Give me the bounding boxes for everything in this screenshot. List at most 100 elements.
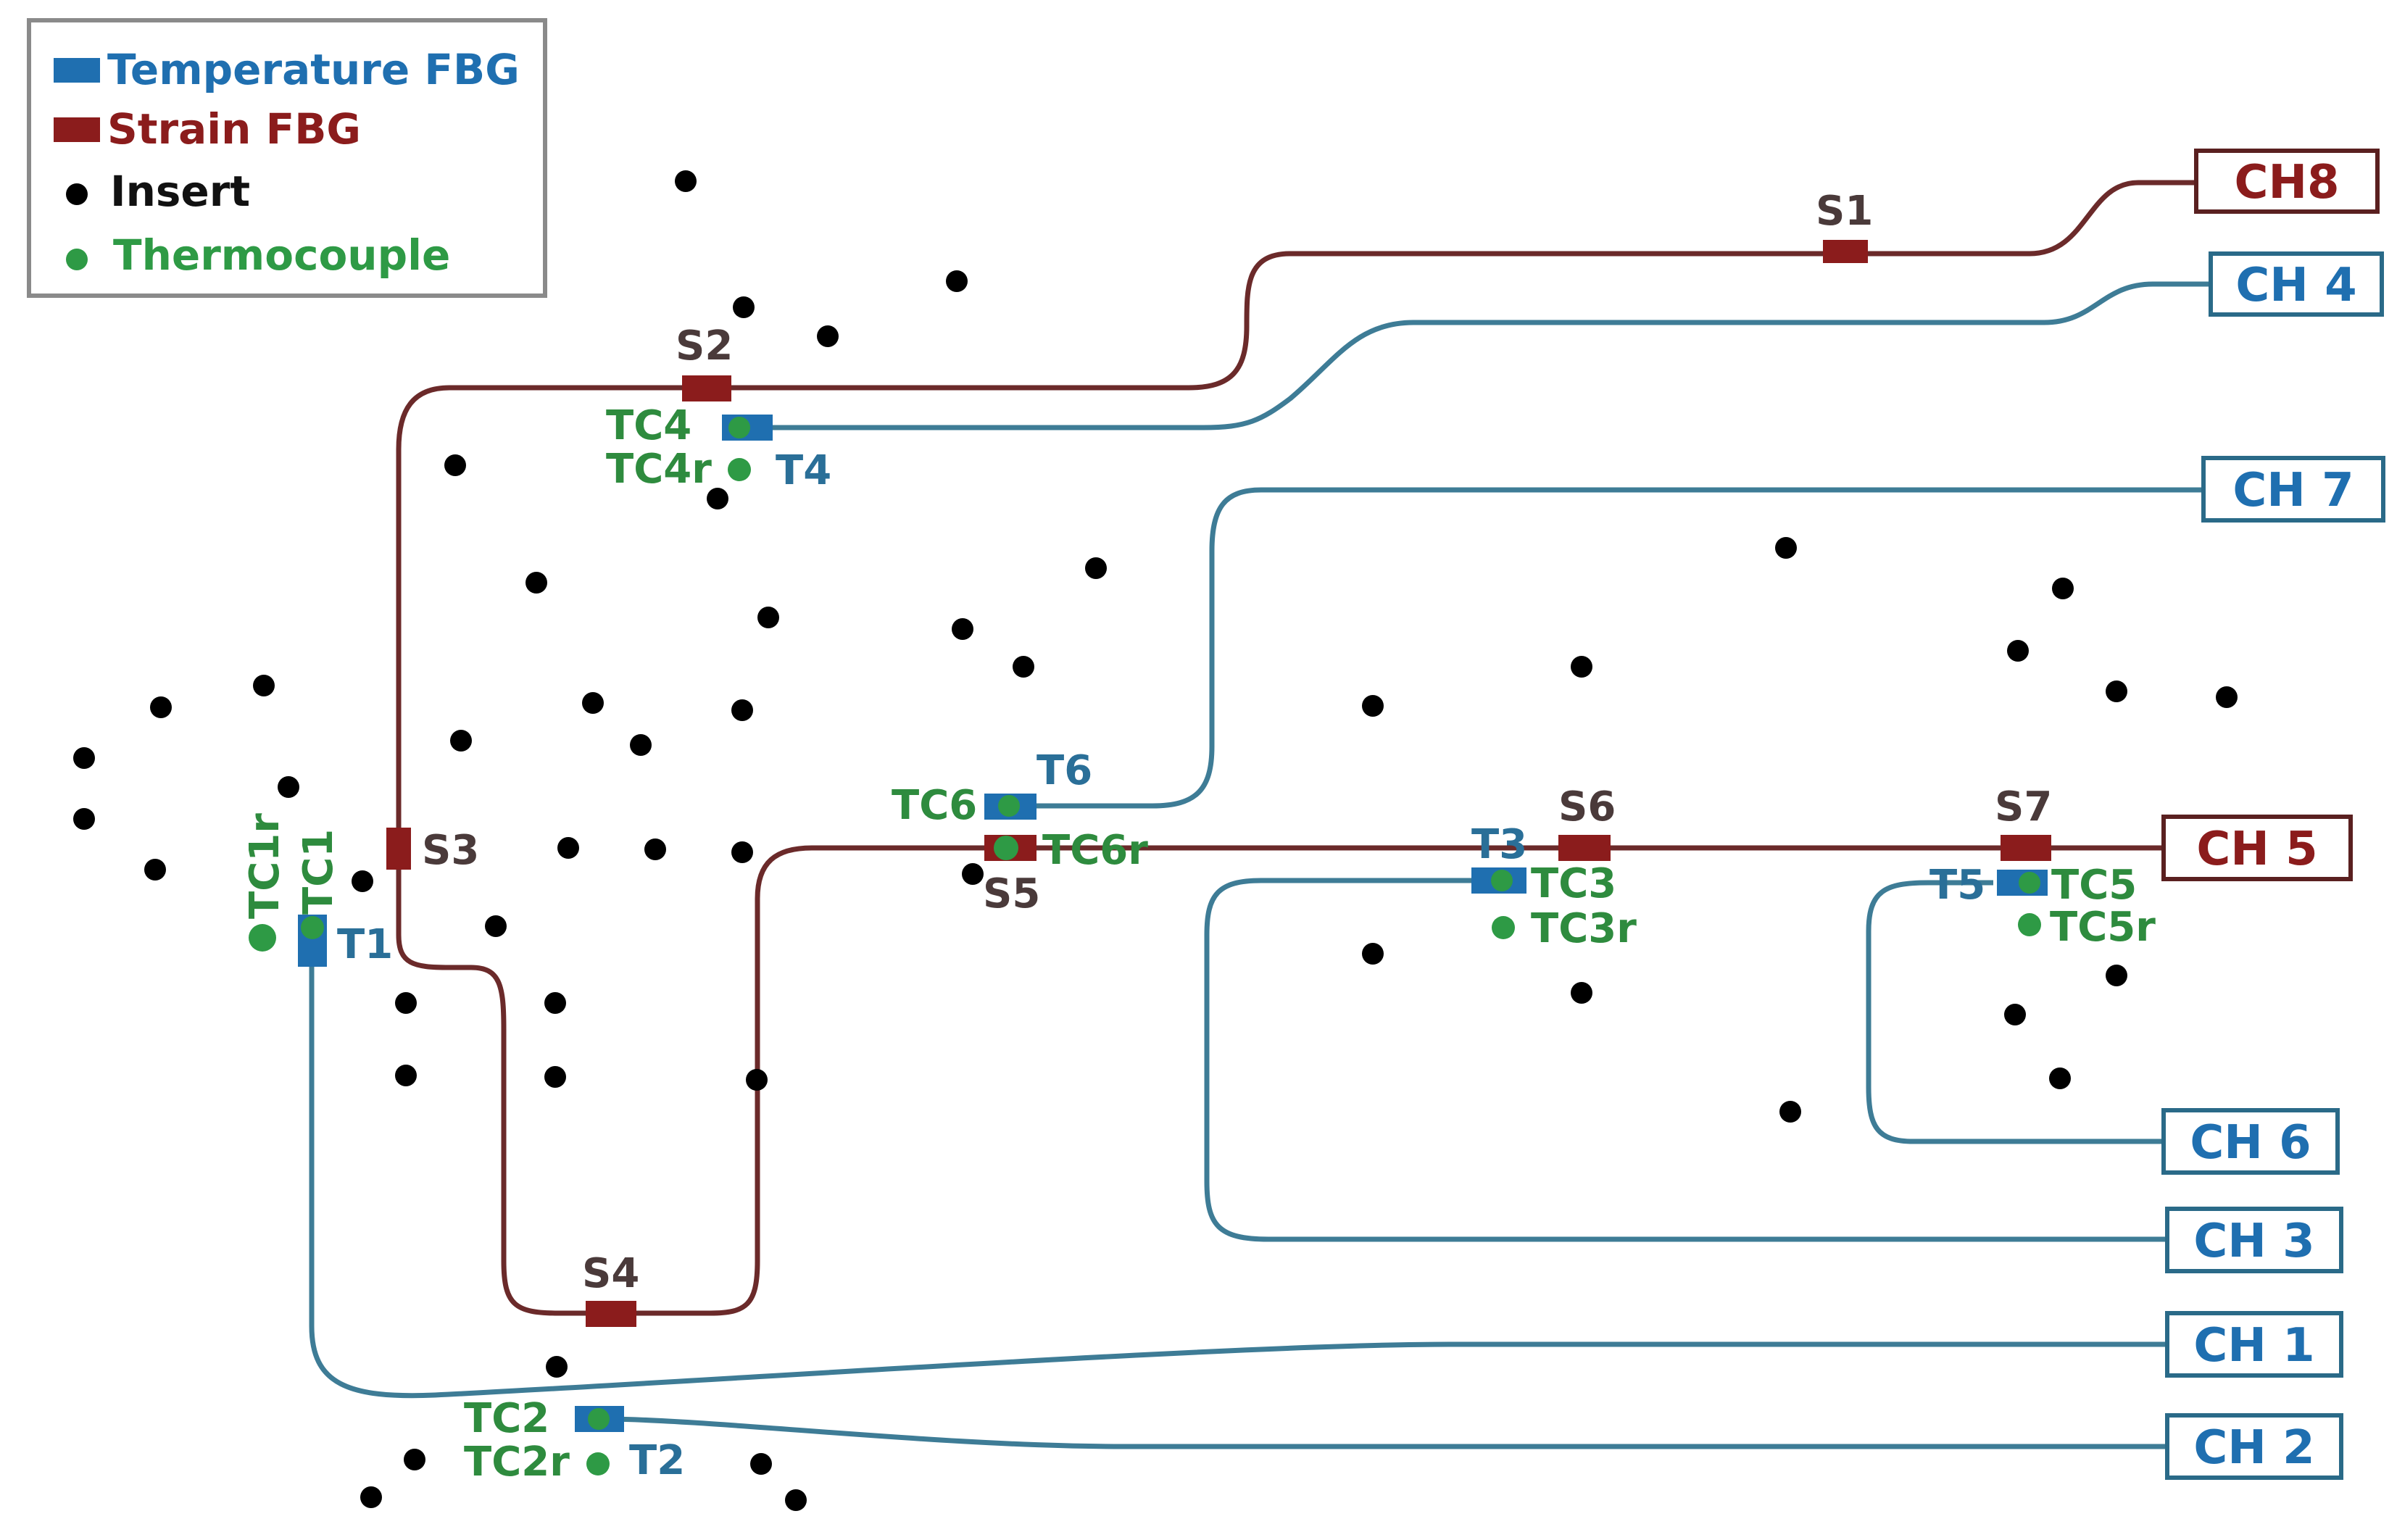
- label-tc3r: TC3r: [1531, 905, 1637, 952]
- channel-ch3-label: CH 3: [2193, 1215, 2314, 1268]
- insert-dot: [144, 859, 166, 881]
- channel-ch5: CH 5: [2161, 815, 2353, 881]
- label-t6: T6: [1037, 747, 1092, 794]
- fiber-ch3: [1204, 878, 2167, 1242]
- label-s3: S3: [422, 827, 479, 874]
- label-t1: T1: [337, 921, 393, 968]
- thermocouples: [249, 417, 2041, 1476]
- channel-boxes: CH8 CH 4 CH 7 CH 5 CH 6 CH 3 CH 1 CH 2: [2161, 149, 2385, 1480]
- legend-insert-label: Insert: [110, 167, 250, 216]
- label-s1: S1: [1816, 188, 1873, 235]
- legend-thermocouple-label: Thermocouple: [113, 230, 450, 280]
- insert-dot: [546, 1356, 568, 1378]
- label-tc4: TC4: [606, 402, 691, 449]
- thermocouple-tc6r: [994, 836, 1018, 860]
- thermocouple-tc1r: [249, 924, 276, 952]
- insert-dot: [444, 454, 466, 476]
- insert-dot: [1571, 656, 1592, 678]
- legend-strain-label: Strain FBG: [107, 104, 361, 154]
- insert-dot: [2007, 640, 2029, 662]
- insert-dot: [731, 841, 753, 863]
- temperature-labels: T1 T2 T3 T4 T5 T6: [337, 447, 1985, 1484]
- insert-dot: [733, 296, 755, 318]
- insert-dot: [450, 730, 472, 752]
- temperature-fibers: [309, 281, 2211, 1449]
- insert-dot: [1779, 1101, 1801, 1123]
- strain-fbg-s2: [682, 375, 731, 401]
- insert-dot: [785, 1489, 807, 1511]
- label-tc6: TC6: [892, 782, 977, 829]
- channel-ch1-label: CH 1: [2193, 1319, 2314, 1373]
- insert-dot: [817, 325, 839, 347]
- channel-ch6-label: CH 6: [2190, 1116, 2311, 1170]
- insert-dot: [352, 870, 373, 892]
- insert-dot: [2052, 578, 2074, 599]
- insert-dot: [644, 838, 666, 860]
- strain-labels: S1 S2 S3 S4 S5 S6 S7: [422, 188, 2052, 1297]
- legend: Temperature FBG Strain FBG Insert Thermo…: [27, 18, 547, 298]
- insert-dot: [1085, 557, 1107, 579]
- fiber-ch7: [1029, 487, 2203, 809]
- insert-dot: [525, 572, 547, 594]
- label-tc1: TC1: [295, 829, 342, 915]
- channel-ch8: CH8: [2194, 149, 2380, 214]
- label-tc4r: TC4r: [606, 446, 712, 493]
- label-tc2: TC2: [464, 1395, 549, 1442]
- label-tc3: TC3: [1531, 860, 1616, 907]
- label-s6: S6: [1558, 783, 1616, 831]
- insert-dot: [630, 734, 652, 756]
- insert-dot: [395, 1065, 417, 1086]
- thermocouple-tc2: [588, 1408, 610, 1430]
- channel-ch7-label: CH 7: [2232, 464, 2354, 517]
- legend-box: [27, 18, 547, 298]
- insert-dot: [2106, 965, 2127, 986]
- insert-dot: [1775, 537, 1797, 559]
- label-s5: S5: [983, 870, 1040, 917]
- insert-dot: [2004, 1004, 2026, 1025]
- insert-dot: [746, 1069, 768, 1091]
- insert-dot: [485, 915, 507, 937]
- label-tc5r: TC5r: [2050, 904, 2156, 951]
- strain-fbg-s7: [2001, 835, 2051, 861]
- legend-insert-dot: [66, 183, 88, 205]
- label-tc6r: TC6r: [1042, 827, 1148, 874]
- insert-dot: [73, 808, 95, 830]
- insert-dot: [278, 776, 299, 798]
- strain-fbg-s1: [1823, 240, 1868, 263]
- insert-dot: [150, 696, 172, 718]
- strain-fbg-s6: [1558, 835, 1611, 861]
- label-t2: T2: [629, 1437, 685, 1484]
- insert-dot: [757, 607, 779, 628]
- channel-ch8-label: CH8: [2234, 156, 2339, 209]
- channel-ch2-label: CH 2: [2193, 1421, 2314, 1475]
- insert-dot: [582, 692, 604, 714]
- insert-dot: [360, 1486, 382, 1508]
- label-s4: S4: [582, 1250, 639, 1297]
- fiber-ch1: [309, 949, 2167, 1399]
- channel-ch4-label: CH 4: [2235, 259, 2356, 312]
- label-s7: S7: [1995, 783, 2052, 831]
- channel-ch2: CH 2: [2165, 1413, 2343, 1480]
- insert-dot: [962, 863, 984, 885]
- fiber-ch2: [608, 1416, 2167, 1449]
- thermocouple-tc3: [1491, 870, 1513, 891]
- channel-ch1: CH 1: [2165, 1311, 2343, 1378]
- label-tc5: TC5: [2051, 862, 2137, 909]
- thermocouple-tc5r: [2018, 913, 2041, 936]
- strain-fbg-s3: [386, 828, 411, 870]
- channel-ch7: CH 7: [2201, 456, 2385, 523]
- insert-dot: [1013, 656, 1034, 678]
- insert-dots: [73, 170, 2238, 1511]
- thermocouple-tc6: [998, 795, 1020, 817]
- thermocouple-labels: TC1 TC1r TC2 TC2r TC3 TC3r TC4 TC4r TC5 …: [241, 402, 2156, 1486]
- insert-dot: [544, 992, 566, 1014]
- legend-thermocouple-dot: [66, 249, 88, 270]
- channel-ch3: CH 3: [2165, 1207, 2343, 1273]
- channel-ch6: CH 6: [2161, 1108, 2340, 1175]
- thermocouple-tc4r: [728, 458, 751, 481]
- channel-ch5-label: CH 5: [2196, 823, 2317, 876]
- temperature-fbgs: [298, 415, 2048, 1432]
- insert-dot: [2106, 680, 2127, 702]
- thermocouple-tc4: [728, 417, 750, 438]
- insert-dot: [1362, 695, 1384, 717]
